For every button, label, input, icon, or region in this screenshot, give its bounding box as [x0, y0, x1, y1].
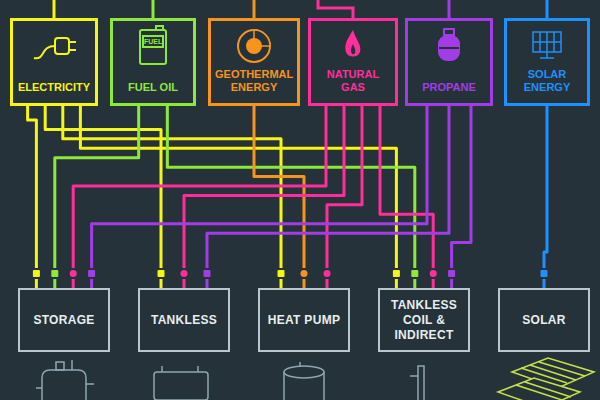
source-icon: [276, 268, 286, 279]
heater-label: TANKLESS: [151, 313, 217, 328]
supply-line: [55, 106, 139, 288]
source-label: GEOTHERMAL ENERGY: [215, 68, 293, 94]
source-icon: [179, 268, 189, 279]
heater-box: STORAGE: [18, 288, 110, 352]
supply-line: [544, 106, 547, 288]
source-label: SOLAR ENERGY: [511, 68, 583, 94]
source-icon: [31, 268, 41, 279]
heater-label: TANKLESS COIL & INDIRECT: [384, 298, 464, 343]
heater-label: SOLAR: [522, 313, 566, 328]
heater-box: SOLAR: [498, 288, 590, 352]
supply-line: [63, 106, 281, 288]
source-icon: [50, 268, 60, 279]
supply-line: [73, 106, 326, 288]
source-box: SOLAR ENERGY: [504, 18, 590, 106]
source-label: FUEL OIL: [128, 81, 178, 94]
supply-line: [254, 106, 304, 288]
supply-line: [380, 106, 433, 288]
source-icon: [428, 268, 438, 279]
source-icon: [87, 268, 97, 279]
supply-line: [80, 106, 396, 288]
source-box: ELECTRICITY: [10, 18, 98, 106]
source-icon: [391, 268, 401, 279]
source-icon: [299, 268, 309, 279]
supply-line: [167, 106, 414, 288]
source-icon: [202, 268, 212, 279]
source-icon: [447, 268, 457, 279]
source-label: ELECTRICITY: [18, 81, 90, 94]
supply-line: [207, 106, 449, 288]
heater-label: HEAT PUMP: [268, 313, 340, 328]
source-icon: [539, 268, 549, 279]
source-icon: [156, 268, 166, 279]
source-box: FUEL OIL: [110, 18, 196, 106]
supply-line: [452, 106, 471, 288]
source-icon: [322, 268, 332, 279]
source-box: PROPANE: [405, 18, 493, 106]
source-box: GEOTHERMAL ENERGY: [208, 18, 300, 106]
source-label: PROPANE: [422, 81, 476, 94]
heater-box: TANKLESS COIL & INDIRECT: [378, 288, 470, 352]
heater-box: TANKLESS: [138, 288, 230, 352]
supply-line: [28, 106, 37, 288]
source-icon: [410, 268, 420, 279]
heater-box: HEAT PUMP: [258, 288, 350, 352]
supply-line: [327, 106, 362, 288]
source-label: NATURAL GAS: [315, 68, 391, 94]
source-icon: [68, 268, 78, 279]
source-box: NATURAL GAS: [308, 18, 398, 106]
supply-line: [92, 106, 427, 288]
heater-label: STORAGE: [33, 313, 94, 328]
can-label: FUEL: [144, 38, 162, 45]
